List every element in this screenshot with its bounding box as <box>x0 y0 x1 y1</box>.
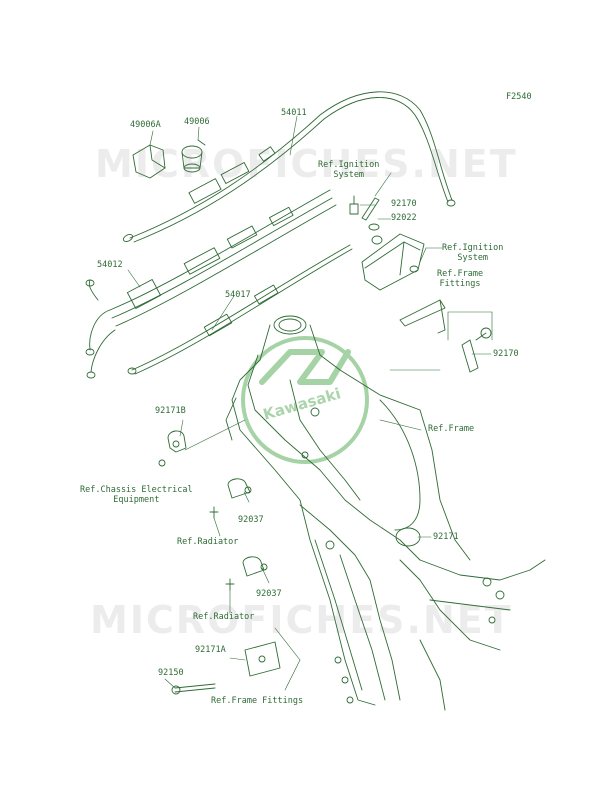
figure-code: F2540 <box>506 92 532 102</box>
watermark-bottom: MICROFICHES.NET <box>90 598 513 642</box>
label-49006: 49006 <box>184 117 210 127</box>
ref-frame-fittings-bottom: Ref.Frame Fittings <box>211 696 304 706</box>
ref-radiator-2: Ref.Radiator <box>193 612 255 622</box>
watermark-top: MICROFICHES.NET <box>95 142 518 186</box>
part-49006 <box>181 139 206 173</box>
label-92170-right: 92170 <box>493 349 519 359</box>
label-92037-lower: 92037 <box>256 589 282 599</box>
clamp-92037-upper <box>209 478 252 519</box>
part-92150 <box>171 683 216 695</box>
ref-chassis-electrical: Ref.Chassis Electrical Equipment <box>80 485 193 505</box>
motorcycle-frame <box>225 315 546 711</box>
ignition-module <box>361 233 425 291</box>
part-92171A <box>244 641 281 677</box>
frame-fitting-bracket <box>399 299 492 373</box>
ref-ignition-right: Ref.Ignition System <box>442 243 504 263</box>
label-92022: 92022 <box>391 213 417 223</box>
cable-54017 <box>127 244 353 375</box>
part-92171-ring <box>395 527 421 547</box>
label-92170-top: 92170 <box>391 199 417 209</box>
ref-frame-fittings-right: Ref.Frame Fittings <box>437 269 484 289</box>
label-92037-upper: 92037 <box>238 515 264 525</box>
ref-frame: Ref.Frame <box>428 424 475 434</box>
label-49006A: 49006A <box>130 120 161 130</box>
leader-lines <box>127 115 493 691</box>
kawasaki-logo-icon <box>241 336 369 464</box>
label-92171: 92171 <box>433 532 459 542</box>
cable-54012 <box>85 189 337 379</box>
ref-radiator-1: Ref.Radiator <box>177 537 239 547</box>
label-92150: 92150 <box>158 668 184 678</box>
part-92170-top <box>349 195 380 221</box>
label-92171B: 92171B <box>155 406 186 416</box>
label-54012: 54012 <box>97 260 123 270</box>
cable-54011 <box>122 91 456 243</box>
label-92171A: 92171A <box>195 645 226 655</box>
clamp-92171B <box>158 430 187 467</box>
clamp-92037-lower <box>225 556 268 591</box>
label-54011: 54011 <box>281 108 307 118</box>
label-54017: 54017 <box>225 290 251 300</box>
part-92022 <box>368 223 383 245</box>
ref-ignition-top: Ref.Ignition System <box>318 160 380 180</box>
